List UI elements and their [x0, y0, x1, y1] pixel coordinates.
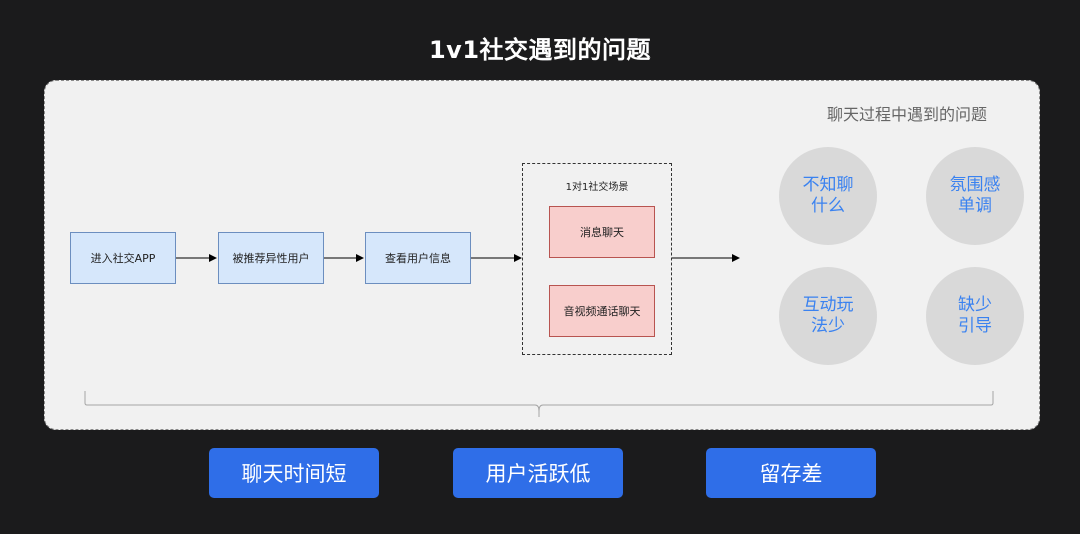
flow-panel: 聊天过程中遇到的问题 进入社交APP 被推荐异性用户 查看用户信息 1对1社交场…: [44, 80, 1040, 430]
flow-connectors: [84, 254, 994, 417]
scene-video-call: 音视频通话聊天: [549, 285, 655, 337]
diagram-title: 1v1社交遇到的问题: [428, 36, 652, 64]
scene-group: 1对1社交场景 消息聊天 音视频通话聊天: [522, 163, 672, 355]
summary-brace: [84, 391, 994, 417]
step-enter-app: 进入社交APP: [70, 232, 176, 284]
step-recommended-user: 被推荐异性用户: [218, 232, 324, 284]
result-poor-retention: 留存差: [706, 448, 876, 498]
problem-no-topic: 不知聊 什么: [779, 147, 877, 245]
problem-dull-atmosphere: 氛围感 单调: [926, 147, 1024, 245]
result-low-activity: 用户活跃低: [453, 448, 623, 498]
step-view-user-info: 查看用户信息: [365, 232, 471, 284]
problem-no-guidance: 缺少 引导: [926, 267, 1024, 365]
problems-title: 聊天过程中遇到的问题: [826, 105, 987, 124]
problem-few-interactions: 互动玩 法少: [779, 267, 877, 365]
scene-message-chat: 消息聊天: [549, 206, 655, 258]
result-short-chat: 聊天时间短: [209, 448, 379, 498]
scene-label: 1对1社交场景: [565, 182, 629, 193]
